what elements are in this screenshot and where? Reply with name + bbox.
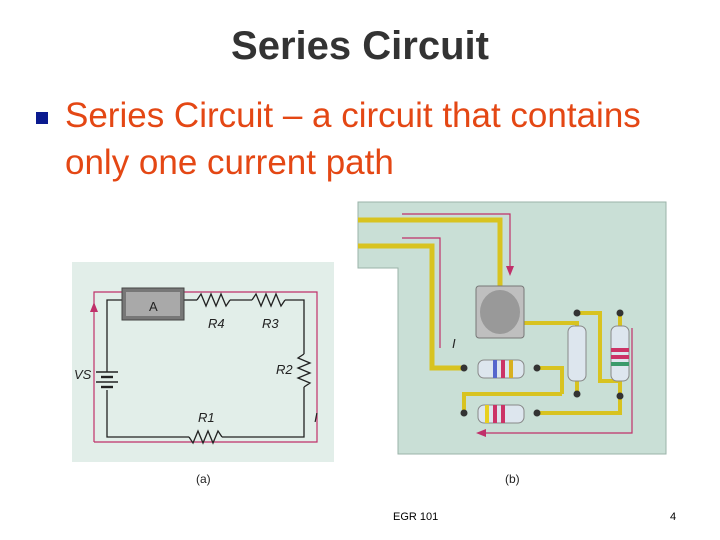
arrow-icon	[506, 266, 514, 276]
resistor-component	[610, 325, 630, 382]
ammeter-face	[126, 292, 180, 316]
r4-label: R4	[208, 316, 225, 331]
ammeter-label: A	[149, 299, 158, 314]
connection-dot	[460, 364, 468, 372]
connection-dot	[573, 309, 581, 317]
wire-right-top	[285, 299, 305, 354]
resistor-band	[493, 360, 497, 378]
current-loop	[93, 291, 318, 443]
connection-dot	[533, 364, 541, 372]
ammeter-dial	[480, 290, 520, 334]
resistor-band	[493, 405, 497, 423]
resistor-r3	[251, 292, 286, 308]
connection-dot	[573, 390, 581, 398]
resistor-band	[611, 348, 629, 352]
r3-label: R3	[262, 316, 279, 331]
arrow-icon	[476, 429, 486, 437]
bullet-marker	[36, 112, 48, 124]
current-label: I	[452, 336, 456, 351]
resistor-band	[501, 405, 505, 423]
slide-title: Series Circuit	[231, 24, 489, 68]
current-label: I	[314, 410, 318, 425]
trace-bottom	[462, 392, 562, 413]
current-path-return	[402, 237, 441, 348]
wire-right-bottom	[222, 387, 305, 438]
schematic-diagram: A R4 R3 R2 R1 VS I	[72, 262, 334, 462]
schematic-background	[72, 262, 334, 462]
resistor-band	[501, 360, 505, 378]
resistor-band	[509, 360, 513, 378]
resistor-r4	[196, 292, 231, 308]
resistor-component	[567, 325, 587, 382]
connection-dot	[616, 392, 624, 400]
footer-course: EGR 101	[393, 511, 439, 523]
trace-left	[358, 243, 464, 371]
connection-dot	[616, 309, 624, 317]
r2-label: R2	[276, 362, 293, 377]
trace-mid	[537, 366, 564, 394]
pictorial-diagram: I	[357, 201, 667, 455]
resistor-r2	[296, 353, 312, 388]
wire-left-bottom	[106, 390, 189, 438]
trace-top	[358, 217, 503, 288]
caption-a: (a)	[196, 472, 211, 486]
resistor-band	[485, 405, 489, 423]
resistor-r1	[188, 429, 223, 445]
resistor-band	[611, 355, 629, 359]
connection-dot	[460, 409, 468, 417]
arrow-icon	[90, 302, 98, 312]
wire-left-top	[106, 299, 122, 372]
connection-dot	[533, 409, 541, 417]
caption-b: (b)	[505, 472, 520, 486]
footer-page-number: 4	[670, 511, 677, 523]
r1-label: R1	[198, 410, 215, 425]
bullet-text: Series Circuit – a circuit that contains…	[65, 96, 641, 182]
current-path-bottom	[482, 328, 633, 434]
current-path	[402, 213, 511, 268]
resistor-band	[611, 362, 629, 366]
source-label: VS	[74, 367, 92, 382]
